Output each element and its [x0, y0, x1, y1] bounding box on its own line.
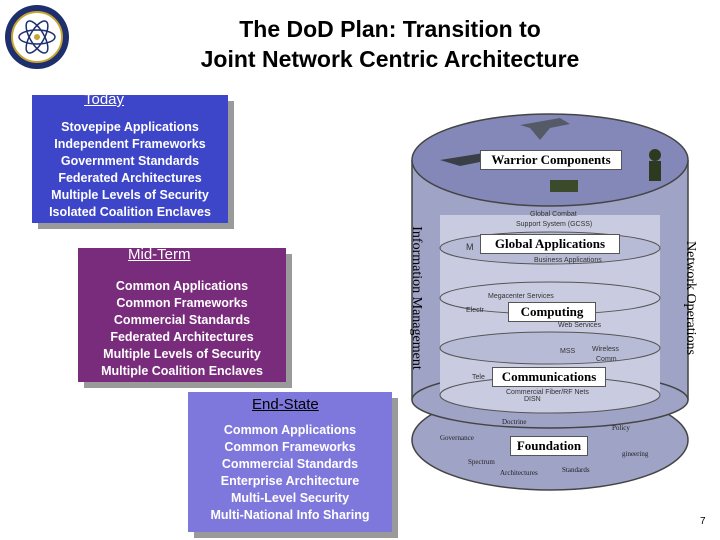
architecture-cylinder: Warrior Components Global Combat Support…: [400, 100, 710, 540]
midterm-item: Federated Architectures: [110, 330, 254, 344]
title-line-1: The DoD Plan: Transition to: [239, 16, 541, 42]
megacenter-text: Megacenter Services: [488, 293, 554, 300]
wireless-text-2: Comm: [596, 356, 617, 363]
endstate-list: Common Applications Common Frameworks Co…: [188, 422, 392, 524]
page-title: The DoD Plan: Transition to Joint Networ…: [120, 14, 660, 74]
spectrum-text: Spectrum: [468, 458, 495, 466]
mss-text: MSS: [560, 348, 576, 355]
title-line-2: Joint Network Centric Architecture: [200, 46, 580, 72]
electr-fragment: Electr: [466, 307, 484, 314]
endstate-item: Commercial Standards: [221, 457, 359, 471]
midterm-item: Common Frameworks: [116, 296, 248, 310]
doctrine-text: Doctrine: [502, 418, 527, 426]
today-item: Multiple Levels of Security: [51, 188, 209, 202]
midterm-list: Common Applications Common Frameworks Co…: [78, 278, 286, 380]
commercial-fiber-text: Commercial Fiber/RF Nets: [506, 389, 589, 396]
architectures-text: Architectures: [500, 469, 538, 477]
cylinder-graphic: [411, 113, 689, 491]
today-item: Stovepipe Applications: [61, 120, 199, 134]
global-applications-label: Global Applications: [480, 234, 620, 254]
midterm-item: Multiple Coalition Enclaves: [101, 364, 263, 378]
engineering-text: gineering: [622, 450, 649, 458]
today-item: Federated Architectures: [58, 171, 202, 185]
today-panel: Today Stovepipe Applications Independent…: [32, 91, 228, 223]
midterm-item: Commercial Standards: [113, 313, 251, 327]
warrior-components-label: Warrior Components: [480, 150, 622, 170]
gccs-text-2: Support System (GCSS): [516, 221, 593, 228]
today-item: Isolated Coalition Enclaves: [49, 205, 211, 219]
tele-fragment: Tele: [472, 374, 485, 381]
network-operations-label: Network Operations: [683, 241, 698, 355]
foundation-label: Foundation: [510, 436, 588, 456]
wireless-text: Wireless: [592, 346, 619, 353]
disn-text: DISN: [524, 396, 541, 403]
endstate-heading: End-State: [252, 396, 319, 413]
endstate-item: Common Applications: [223, 423, 357, 437]
midterm-heading: Mid-Term: [128, 246, 191, 263]
endstate-item: Common Frameworks: [224, 440, 356, 454]
computing-label: Computing: [508, 302, 596, 322]
endstate-panel: End-State Common Applications Common Fra…: [188, 392, 392, 532]
web-services-text: Web Services: [558, 322, 602, 329]
midterm-item: Common Applications: [115, 279, 249, 293]
standards-text: Standards: [562, 466, 590, 474]
information-management-label: Information Management: [409, 226, 424, 370]
policy-text: Policy: [612, 424, 630, 432]
midterm-panel: Mid-Term Common Applications Common Fram…: [78, 246, 286, 382]
endstate-item: Enterprise Architecture: [220, 474, 360, 488]
today-item: Government Standards: [60, 154, 200, 168]
today-list: Stovepipe Applications Independent Frame…: [32, 119, 228, 221]
endstate-item: Multi-National Info Sharing: [210, 508, 370, 522]
today-item: Independent Frameworks: [54, 137, 206, 151]
midterm-item: Multiple Levels of Security: [103, 347, 261, 361]
dod-seal-logo: [5, 5, 69, 69]
business-applications-text: Business Applications: [534, 257, 602, 264]
today-heading: Today: [84, 91, 125, 108]
endstate-item: Multi-Level Security: [230, 491, 350, 505]
gccs-text: Global Combat: [530, 211, 577, 218]
governance-text: Governance: [440, 434, 474, 442]
m-fragment: M: [466, 242, 474, 252]
communications-label: Communications: [492, 367, 606, 387]
page-number: 7: [700, 516, 706, 527]
